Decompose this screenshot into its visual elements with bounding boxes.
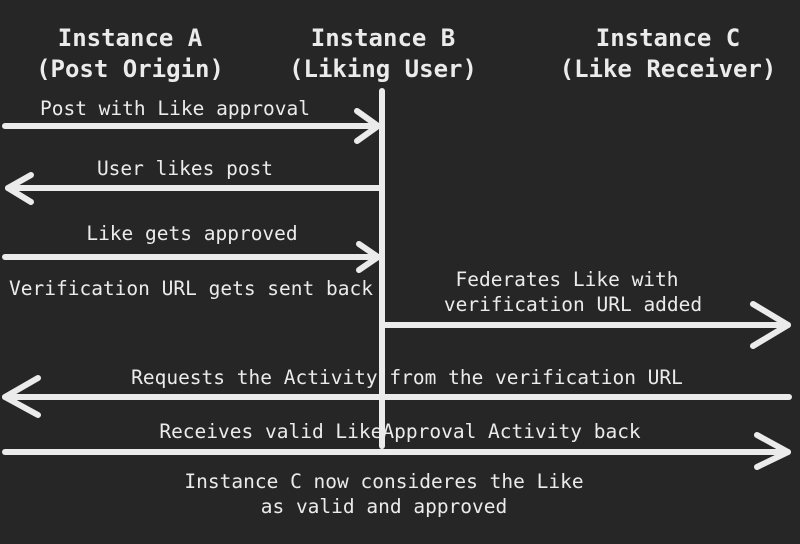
- message-5-label-line-1: Federates Like with: [455, 268, 678, 291]
- arrow-1: [2, 108, 381, 144]
- arrow-7: [2, 432, 791, 470]
- message-2-label: User likes post: [97, 157, 273, 180]
- message-5-label-line-2: verification URL added: [444, 293, 702, 316]
- participant-c-role: (Like Receiver): [560, 55, 777, 83]
- arrow-3: [2, 241, 381, 273]
- message-1-label: Post with Like approval: [40, 97, 310, 120]
- participant-c-name: Instance C: [596, 24, 741, 52]
- participant-b-name: Instance B: [311, 24, 456, 52]
- arrow-2: [5, 172, 383, 205]
- message-6-label: Requests the Activity from the verificat…: [131, 366, 683, 389]
- message-4-label: Verification URL gets sent back: [9, 277, 373, 300]
- participant-b-role: (Liking User): [289, 55, 477, 83]
- footer-line-1: Instance C now consideres the Like: [184, 470, 583, 493]
- footer-line-2: as valid and approved: [261, 495, 508, 518]
- participant-a-name: Instance A: [58, 24, 203, 52]
- arrow-6: [2, 375, 792, 418]
- message-7-label: Receives valid LikeApproval Activity bac…: [159, 420, 641, 443]
- participant-a-role: (Post Origin): [36, 55, 224, 83]
- arrow-5: [382, 301, 791, 349]
- message-3-label: Like gets approved: [86, 222, 297, 245]
